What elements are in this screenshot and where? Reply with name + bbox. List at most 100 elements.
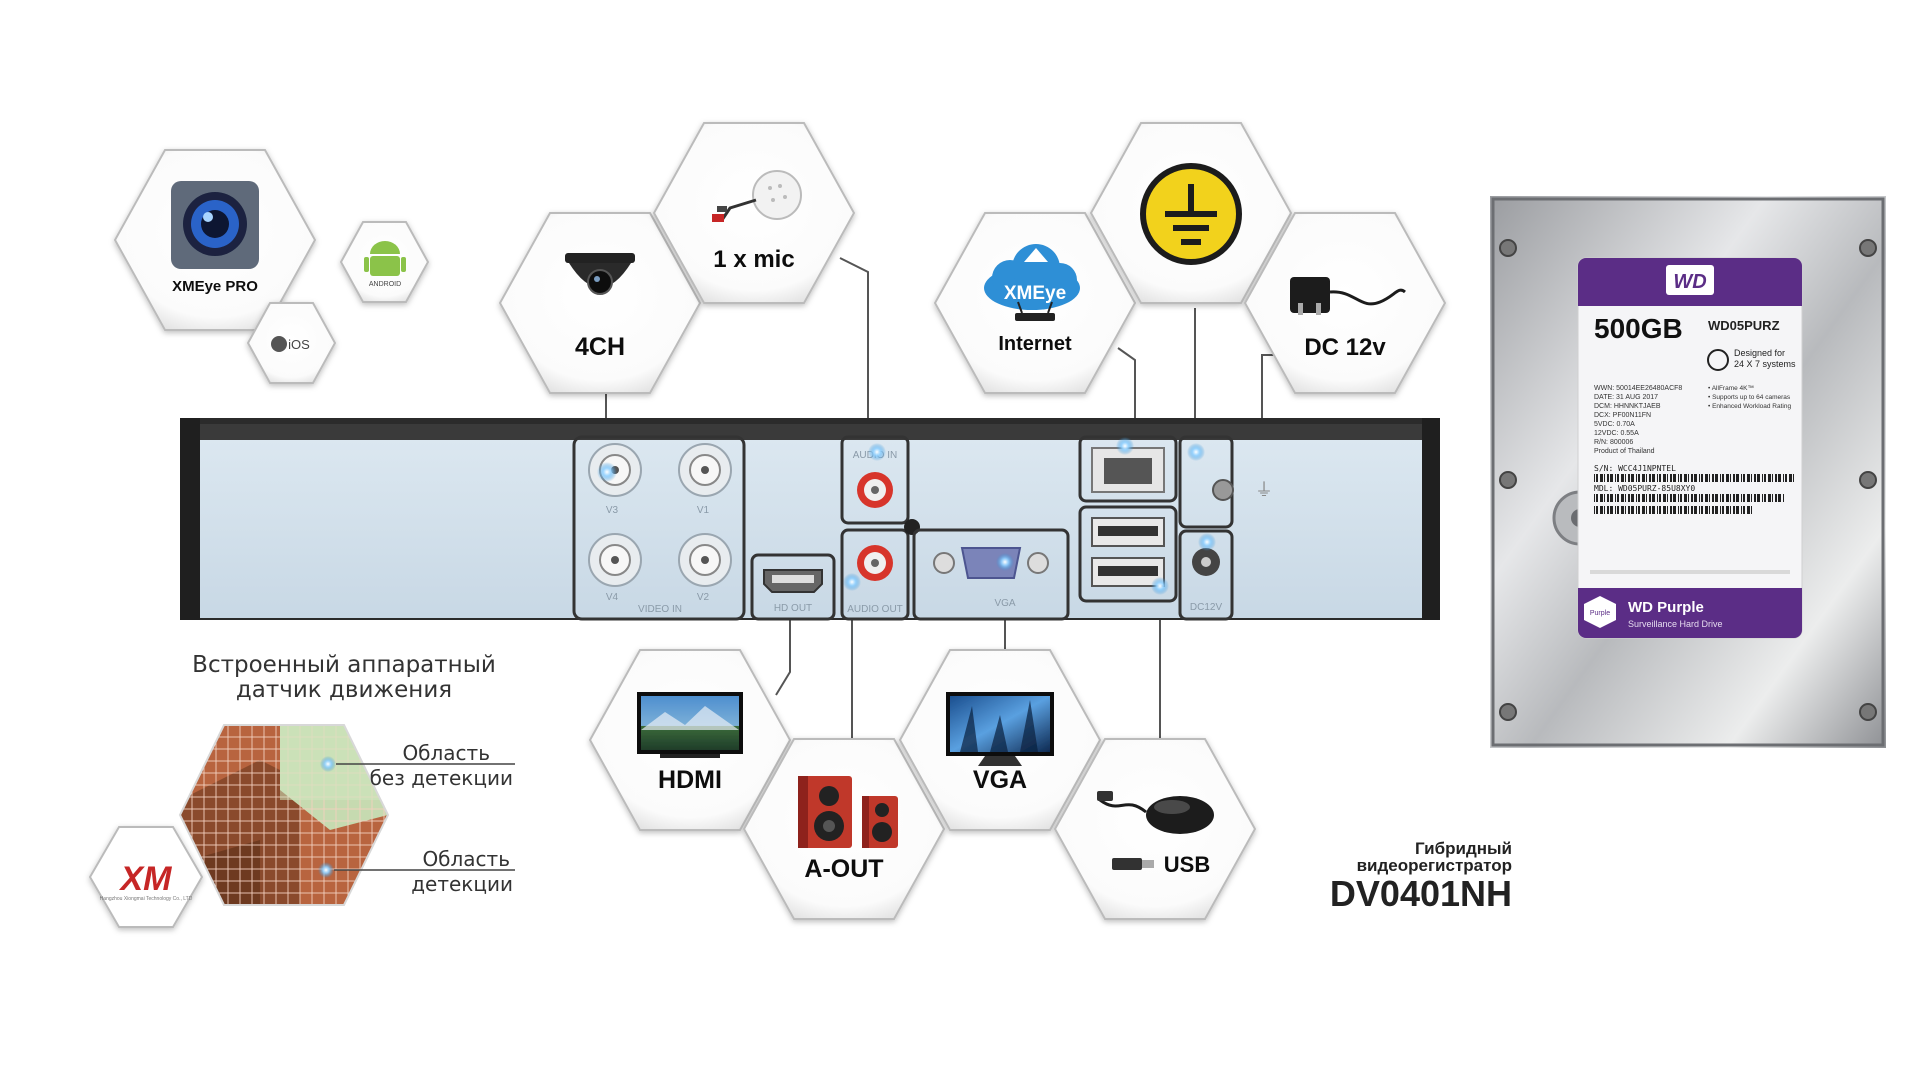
barcode-bar: [1680, 506, 1682, 514]
xmeye-cloud-label: XMEye: [1004, 283, 1066, 304]
android-icon: [364, 241, 406, 276]
app-hex-ios: iOS: [246, 302, 337, 384]
barcode-bar: [1730, 506, 1731, 514]
barcode-bar: [1743, 494, 1745, 502]
barcode-bar: [1743, 506, 1745, 514]
mouse-icon: [1097, 791, 1214, 834]
xm-logo: XM: [119, 860, 173, 898]
barcode-bar: [1772, 474, 1773, 482]
barcode-bar: [1694, 494, 1697, 502]
barcode-bar: [1754, 474, 1756, 482]
motion-title-line1: Встроенный аппаратный: [192, 652, 496, 678]
apple-icon: [271, 336, 287, 352]
barcode-bar: [1712, 506, 1714, 514]
barcode-bar: [1775, 474, 1777, 482]
hdd-feature-line: • Enhanced Workload Rating: [1708, 403, 1791, 410]
barcode-bar: [1615, 494, 1616, 502]
barcode-bar: [1673, 494, 1676, 502]
barcode-bar: [1678, 506, 1679, 514]
hdd-feature-line: • Supports up to 64 cameras: [1708, 394, 1791, 401]
barcode-bar: [1709, 506, 1710, 514]
24x7-icon: [1707, 349, 1729, 371]
barcode-bar: [1722, 506, 1724, 514]
wd-purple-name: WD Purple: [1628, 599, 1704, 616]
barcode-bar: [1709, 474, 1710, 482]
barcode-bar: [1733, 506, 1735, 514]
barcode-bar: [1720, 474, 1721, 482]
hex-mic: 1 x mic: [652, 122, 856, 304]
hex-usb: USB: [1053, 738, 1257, 920]
barcode-bar: [1604, 494, 1605, 502]
hdd-label-line: WWN: 50014EE26480ACF8: [1594, 385, 1682, 392]
barcode-bar: [1783, 474, 1784, 482]
barcode-bar: [1625, 494, 1626, 502]
barcode-bar: [1757, 474, 1760, 482]
tv-icon: [637, 692, 743, 758]
barcode-bar: [1659, 494, 1661, 502]
hdd-label-line: R/N: 800006: [1594, 439, 1633, 446]
hard-drive: WD 500GB WD05PURZ Designed for 24 X 7 sy…: [1490, 196, 1886, 748]
barcode-bar: [1596, 474, 1598, 482]
barcode-bar: [1778, 494, 1781, 502]
barcode-bar: [1688, 506, 1689, 514]
barcode-bar: [1684, 494, 1687, 502]
barcode-bar: [1762, 494, 1763, 502]
barcode-bar: [1636, 494, 1637, 502]
label-audio-out: AUDIO OUT: [847, 604, 903, 615]
vga-port: VGA: [912, 528, 1070, 621]
hdd-mdl: MDL: WD05PURZ-85U8XY0: [1594, 484, 1695, 493]
svg-text:⏚: ⏚: [1255, 480, 1273, 501]
barcode-bar: [1600, 474, 1603, 482]
barcode-bar: [1670, 494, 1672, 502]
barcode-bar: [1712, 474, 1714, 482]
audio-in-port: AUDIO IN: [840, 435, 910, 525]
barcode-bar: [1733, 494, 1735, 502]
audio-out-port: AUDIO OUT: [840, 528, 910, 621]
barcode-bar: [1667, 506, 1668, 514]
barcode-bar: [1751, 506, 1752, 514]
barcode-bar: [1701, 506, 1703, 514]
barcode-bar: [1789, 474, 1792, 482]
usb-ports: [1078, 505, 1178, 603]
barcode-bar: [1705, 506, 1708, 514]
label-v1: V1: [697, 505, 710, 516]
barcode-bar: [1720, 506, 1721, 514]
barcode-bar: [1751, 494, 1752, 502]
label-hdmi-out: HD OUT: [774, 603, 812, 614]
barcode-bar: [1652, 474, 1655, 482]
dvr-back-panel: V3 V1 V4 V2 VIDEO IN HD OUT AUDIO IN: [180, 418, 1440, 621]
barcode-bar: [1678, 474, 1679, 482]
barcode-bar: [1730, 494, 1731, 502]
barcode-bar: [1678, 494, 1679, 502]
barcode-bar: [1715, 494, 1718, 502]
aout-label: A-OUT: [804, 855, 883, 883]
barcode-bar: [1621, 506, 1624, 514]
dc-power-port: DC12V: [1178, 529, 1234, 621]
barcode-bar: [1594, 494, 1595, 502]
barcode-bar: [1783, 494, 1784, 502]
barcode-bar: [1663, 506, 1666, 514]
barcode-bar: [1610, 494, 1613, 502]
mic-label: 1 x mic: [713, 246, 794, 273]
detect-line1: Область: [422, 847, 510, 871]
barcode-bar: [1722, 474, 1724, 482]
barcode-bar: [1785, 474, 1787, 482]
barcode-bar: [1594, 474, 1595, 482]
barcode-bar: [1638, 506, 1640, 514]
motion-title-line2: датчик движения: [236, 677, 452, 703]
barcode-bar: [1747, 494, 1750, 502]
cloud-icon: [984, 244, 1080, 310]
barcode-bar: [1646, 474, 1647, 482]
barcode-bar: [1607, 474, 1609, 482]
bnc-video-inputs: V3 V1 V4 V2 VIDEO IN: [572, 435, 746, 621]
barcode-bar: [1615, 474, 1616, 482]
barcode-bar: [1730, 474, 1731, 482]
barcode-bar: [1631, 506, 1634, 514]
lan-port: [1078, 435, 1178, 503]
barcode-bar: [1701, 474, 1703, 482]
ios-label: iOS: [288, 337, 310, 352]
barcode-bar: [1751, 474, 1752, 482]
barcode-bar: [1652, 494, 1655, 502]
barcode-bar: [1757, 494, 1760, 502]
